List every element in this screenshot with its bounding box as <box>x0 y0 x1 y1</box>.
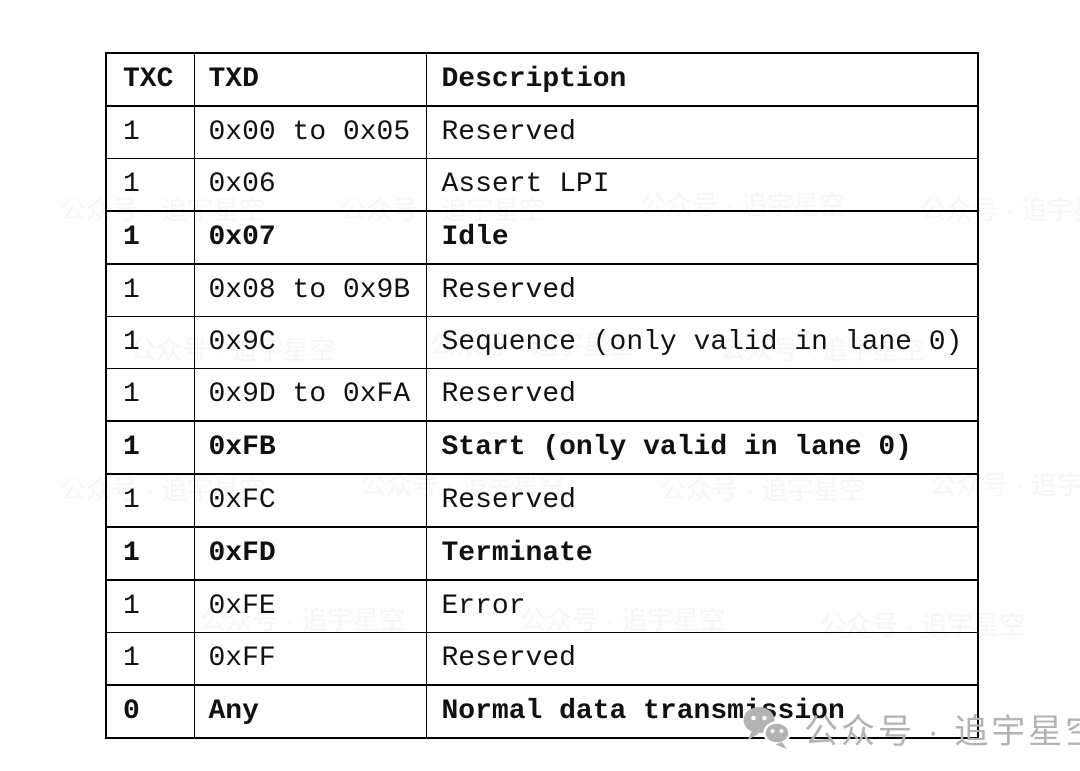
table-header: TXC TXD Description <box>105 52 979 107</box>
cell-description: Terminate <box>425 526 979 581</box>
table-row: 1 0x08 to 0x9B Reserved <box>105 263 979 317</box>
cell-txc: 1 <box>105 526 195 581</box>
table-row: 1 0xFC Reserved <box>105 473 979 528</box>
header-cell-txc: TXC <box>105 52 195 107</box>
cell-txd: Any <box>193 684 427 739</box>
cell-txc: 1 <box>105 420 195 475</box>
cell-description: Reserved <box>425 632 979 686</box>
cell-txd: 0xFF <box>193 632 427 686</box>
cell-txd: 0xFB <box>193 420 427 475</box>
cell-txc: 1 <box>105 368 195 422</box>
table-row: 1 0xFE Error <box>105 579 979 633</box>
cell-description: Sequence (only valid in lane 0) <box>425 316 979 369</box>
cell-txc: 1 <box>105 210 195 265</box>
table-row: 1 0x9D to 0xFA Reserved <box>105 368 979 422</box>
table-row: 1 0xFB Start (only valid in lane 0) <box>105 420 979 475</box>
cell-description: Reserved <box>425 473 979 528</box>
cell-description: Assert LPI <box>425 158 979 212</box>
cell-txc: 1 <box>105 473 195 528</box>
header-cell-txd: TXD <box>193 52 427 107</box>
cell-txd: 0x9C <box>193 316 427 369</box>
table-row: 1 0x06 Assert LPI <box>105 158 979 212</box>
table-row: 1 0xFD Terminate <box>105 526 979 581</box>
cell-description: Reserved <box>425 105 979 159</box>
cell-description: Reserved <box>425 368 979 422</box>
table-row: 1 0x07 Idle <box>105 210 979 265</box>
cell-txd: 0x08 to 0x9B <box>193 263 427 317</box>
cell-description: Normal data transmission <box>425 684 979 739</box>
cell-txc: 0 <box>105 684 195 739</box>
cell-txd: 0x06 <box>193 158 427 212</box>
cell-txd: 0x07 <box>193 210 427 265</box>
cell-txd: 0x9D to 0xFA <box>193 368 427 422</box>
table-body: 1 0x00 to 0x05 Reserved 1 0x06 Assert LP… <box>105 105 979 739</box>
table-row: 1 0x00 to 0x05 Reserved <box>105 105 979 159</box>
cell-txd: 0xFC <box>193 473 427 528</box>
table-row: 1 0x9C Sequence (only valid in lane 0) <box>105 316 979 369</box>
cell-txd: 0x00 to 0x05 <box>193 105 427 159</box>
table-row: 1 0xFF Reserved <box>105 632 979 686</box>
cell-txc: 1 <box>105 158 195 212</box>
control-codes-table: TXC TXD Description 1 0x00 to 0x05 Reser… <box>105 52 979 739</box>
header-row: TXC TXD Description <box>105 52 979 107</box>
cell-txc: 1 <box>105 105 195 159</box>
cell-txc: 1 <box>105 579 195 633</box>
cell-txc: 1 <box>105 316 195 369</box>
table-row: 0 Any Normal data transmission <box>105 684 979 739</box>
cell-txc: 1 <box>105 263 195 317</box>
cell-txd: 0xFE <box>193 579 427 633</box>
cell-txd: 0xFD <box>193 526 427 581</box>
cell-description: Start (only valid in lane 0) <box>425 420 979 475</box>
cell-description: Error <box>425 579 979 633</box>
cell-txc: 1 <box>105 632 195 686</box>
cell-description: Reserved <box>425 263 979 317</box>
header-cell-desc: Description <box>425 52 979 107</box>
cell-description: Idle <box>425 210 979 265</box>
